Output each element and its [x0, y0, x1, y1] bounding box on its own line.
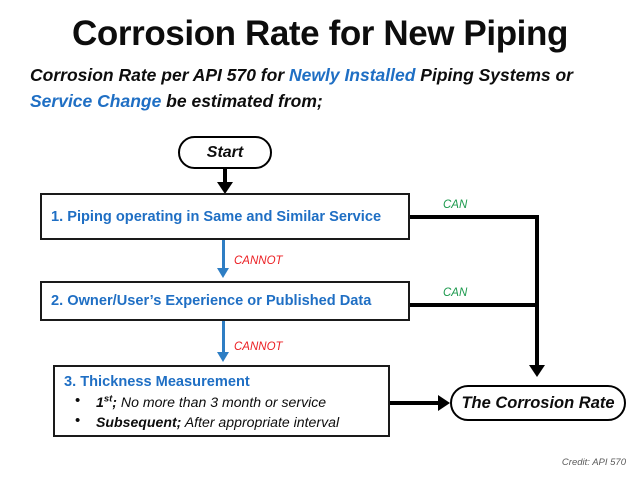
list-item: Subsequent; After appropriate interval: [73, 411, 388, 432]
page-subtitle: Corrosion Rate per API 570 for Newly Ins…: [30, 62, 630, 114]
edge-label-can-2: CAN: [443, 287, 468, 299]
process-box-2[interactable]: 2. Owner/User’s Experience or Published …: [40, 281, 410, 321]
process-box-2-label: 2. Owner/User’s Experience or Published …: [51, 293, 372, 309]
arrowhead-box2-to-box3: [217, 352, 229, 362]
arrowhead-box1-to-box2: [217, 268, 229, 278]
connector-can-trunk: [535, 215, 539, 367]
arrowhead-can-trunk-to-result: [529, 365, 545, 377]
bullet-2-lead: Subsequent: [96, 414, 177, 430]
process-box-3-bullet-list: 1st; No more than 3 month or service Sub…: [64, 391, 388, 432]
connector-box3-to-result: [390, 401, 442, 405]
bullet-1-text: No more than 3 month or service: [117, 394, 327, 410]
subtitle-part-1: Corrosion Rate per API 570 for: [30, 65, 289, 85]
subtitle-highlight-service-change: Service Change: [30, 91, 162, 111]
edge-label-can-1: CAN: [443, 199, 468, 211]
process-box-3-heading: 3. Thickness Measurement: [64, 374, 250, 390]
subtitle-part-3: be estimated from;: [161, 91, 323, 111]
subtitle-part-2: Piping Systems or: [415, 65, 573, 85]
connector-box1-can: [410, 215, 539, 219]
credit-text: Credit: API 570: [561, 457, 626, 468]
bullet-1-lead: 1: [96, 394, 104, 410]
page-title: Corrosion Rate for New Piping: [72, 14, 568, 53]
list-item: 1st; No more than 3 month or service: [73, 391, 388, 412]
process-box-3[interactable]: 3. Thickness Measurement 1st; No more th…: [53, 365, 390, 437]
connector-box2-can: [410, 303, 539, 307]
connector-start-to-box1: [223, 169, 227, 184]
result-node[interactable]: The Corrosion Rate: [450, 385, 626, 421]
bullet-1-lead-superscript: st: [103, 393, 113, 405]
start-node[interactable]: Start: [178, 136, 272, 169]
bullet-2-lead-tail: ;: [176, 414, 182, 430]
arrowhead-start-to-box1: [217, 182, 233, 194]
bullet-2-text: After appropriate interval: [181, 414, 340, 430]
connector-box1-to-box2: [222, 240, 226, 270]
edge-label-cannot-2: CANNOT: [234, 341, 283, 353]
edge-label-cannot-1: CANNOT: [234, 255, 283, 267]
process-box-1-label: 1. Piping operating in Same and Similar …: [51, 208, 382, 225]
bullet-1-lead-tail: ;: [112, 394, 117, 410]
subtitle-highlight-newly-installed: Newly Installed: [289, 65, 416, 85]
connector-box2-to-box3: [222, 321, 226, 353]
arrowhead-box3-to-result: [438, 395, 450, 411]
process-box-1[interactable]: 1. Piping operating in Same and Similar …: [40, 193, 410, 240]
